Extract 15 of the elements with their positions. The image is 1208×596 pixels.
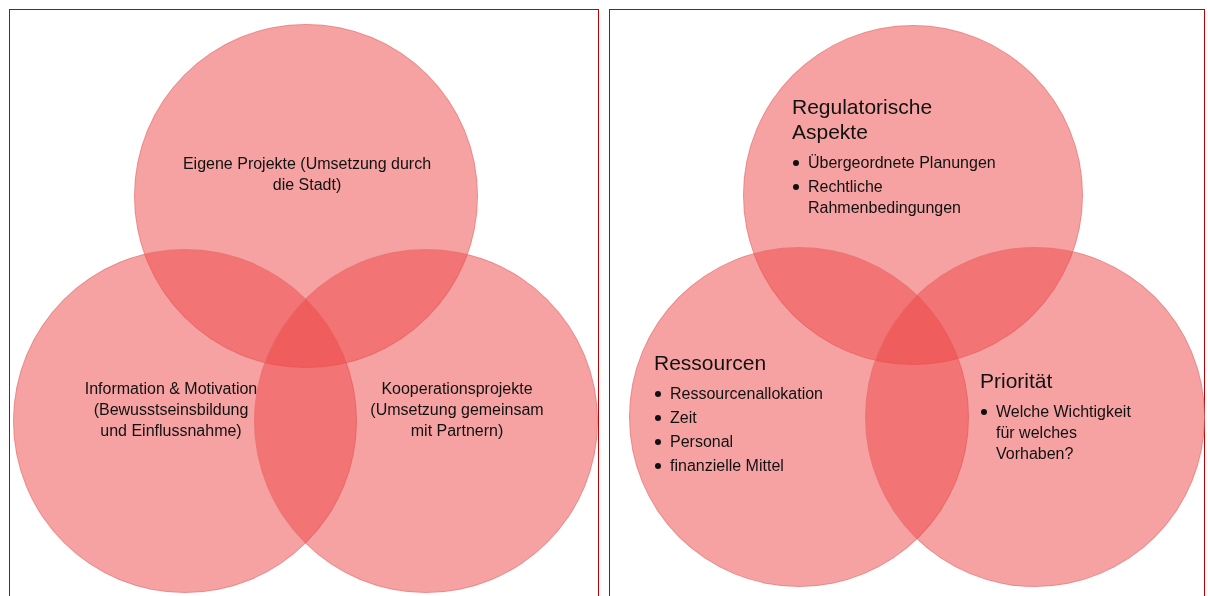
circle-heading: Regulatorische Aspekte: [792, 94, 934, 144]
circle-label: Information & Motivation (Bewusstseinsbildung und Einflussnahme): [83, 379, 259, 441]
circle-label: Kooperationsprojekte (Umsetzung gemeinsam mit Partnern): [369, 379, 545, 441]
bullet-item: Ressourcenallokation: [654, 383, 854, 404]
panel-frame: [9, 9, 599, 596]
circle-heading: Priorität: [980, 368, 1054, 393]
circle-label: Eigene Projekte (Umsetzung durch die Stadt): [182, 154, 432, 195]
panel-frame: [609, 9, 1205, 596]
bullet-item: Übergeordnete Planungen: [792, 152, 1007, 173]
bullet-item: Welche Wichtigkeit für welches Vorhaben?: [980, 401, 1145, 464]
circle-heading: Ressourcen: [654, 350, 768, 375]
bullet-item: Rechtliche Rahmenbedingungen: [792, 176, 1007, 218]
bullet-item: finanzielle Mittel: [654, 455, 854, 476]
bullet-item: Zeit: [654, 407, 854, 428]
bullet-item: Personal: [654, 431, 854, 452]
